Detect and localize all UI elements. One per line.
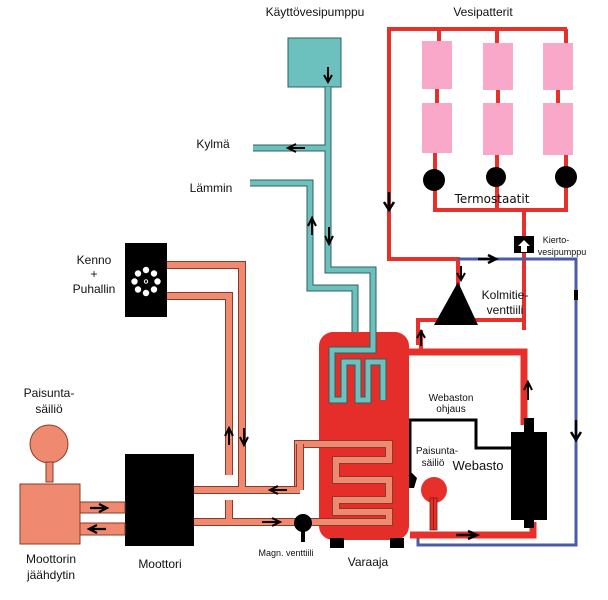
radiator xyxy=(483,43,513,90)
radiator-supply-pipe xyxy=(387,27,567,250)
thermostat xyxy=(423,169,445,191)
label-paisunta: Paisunta- xyxy=(24,386,75,400)
radiator xyxy=(422,103,452,153)
label-varaaja: Varaaja xyxy=(348,555,389,569)
flow-arrow-right-icon xyxy=(478,253,499,265)
label-lammin: Lämmin xyxy=(190,181,233,195)
expansion-tank xyxy=(29,424,69,464)
flow-arrow-down-icon xyxy=(324,227,334,247)
magnetic-valve xyxy=(294,514,312,542)
domestic-water xyxy=(250,37,377,345)
three-way-valve xyxy=(434,266,478,325)
radiator xyxy=(543,43,573,90)
flow-arrow-right-icon xyxy=(456,529,481,541)
flow-arrow-up-icon xyxy=(224,425,234,445)
fan-icon xyxy=(131,266,161,297)
label-kylma: Kylmä xyxy=(196,137,230,151)
flow-arrow-down-icon xyxy=(456,266,466,283)
pipe-edge xyxy=(324,87,377,345)
radiator xyxy=(483,103,513,155)
label-puhallin: Puhallin xyxy=(73,282,116,296)
flow-arrow-up-icon xyxy=(523,379,533,400)
label-sailio: säiliö xyxy=(35,402,63,416)
heater-core-fan xyxy=(125,243,167,317)
label-kenno: Kenno xyxy=(77,253,112,267)
webasto-control-wire xyxy=(408,418,511,478)
valve-right-pipe xyxy=(475,318,526,330)
thermostat xyxy=(486,167,506,187)
radiator-circuit xyxy=(382,27,577,345)
pipe xyxy=(325,87,376,345)
flow-arrow-right-icon xyxy=(90,503,110,513)
label-webasto: Webasto xyxy=(452,458,503,473)
label-webaston: Webaston xyxy=(429,393,474,404)
flow-arrow-down-icon xyxy=(239,428,249,448)
label-vesipumppu: vesipumppu xyxy=(538,247,587,257)
label-kayttovesipumppu: Käyttövesipumppu xyxy=(266,5,365,19)
label-kolmitie: Kolmitie- xyxy=(482,288,529,302)
pipe-edge xyxy=(250,179,359,345)
flow-arrow-left-icon xyxy=(267,485,287,495)
radiator xyxy=(543,103,573,155)
label-termostaatit: Termostaatit xyxy=(454,192,530,206)
storage-tank xyxy=(294,330,409,548)
flow-arrow-up-icon xyxy=(307,215,317,235)
label-vesipatterit: Vesipatterit xyxy=(453,5,513,19)
coolant-circuit xyxy=(166,261,312,542)
return-loop xyxy=(416,253,583,547)
flow-arrow-down-icon xyxy=(382,192,396,213)
pipe xyxy=(250,180,358,345)
label-venttiili: venttiili xyxy=(487,303,524,317)
label-sailio-small: säiliö xyxy=(422,458,445,469)
label-paisunta-small: Paisunta- xyxy=(416,446,458,457)
pipe xyxy=(295,441,392,525)
engine xyxy=(125,454,194,546)
label-ohjaus: ohjaus xyxy=(436,404,465,415)
radiator-to-valve-pipe xyxy=(387,248,460,300)
engine-radiator xyxy=(19,424,126,545)
label-jaahdytin: jäähdytin xyxy=(26,568,75,582)
flow-marker xyxy=(574,290,578,300)
small-expansion-tank xyxy=(421,477,447,531)
flow-arrow-left-icon xyxy=(86,524,106,534)
label-moottori: Moottori xyxy=(138,557,181,571)
pipe-edge xyxy=(166,292,233,475)
flow-arrow-down-icon xyxy=(323,67,333,85)
label-magn-venttiili: Magn. venttiili xyxy=(258,548,313,558)
flow-arrow-right-icon xyxy=(262,517,283,527)
label-plus: + xyxy=(90,267,97,281)
radiator xyxy=(422,41,452,89)
pump-arrow-up-icon xyxy=(518,240,530,252)
pipe xyxy=(166,262,245,493)
webasto-heater xyxy=(511,418,547,528)
label-moottorin: Moottorin xyxy=(26,552,76,566)
flow-arrow-down-icon xyxy=(569,420,583,443)
label-kierto: Kierto- xyxy=(543,235,570,245)
flow-arrow-up-icon xyxy=(416,328,426,346)
domestic-water-pump xyxy=(287,37,342,88)
pipe xyxy=(166,293,232,475)
flow-arrow-left-icon xyxy=(285,143,305,153)
labels: Käyttövesipumppu Vesipatterit Termostaat… xyxy=(24,5,587,582)
pipe xyxy=(329,330,386,403)
circulation-pump xyxy=(514,236,534,253)
thermostat xyxy=(555,166,577,188)
